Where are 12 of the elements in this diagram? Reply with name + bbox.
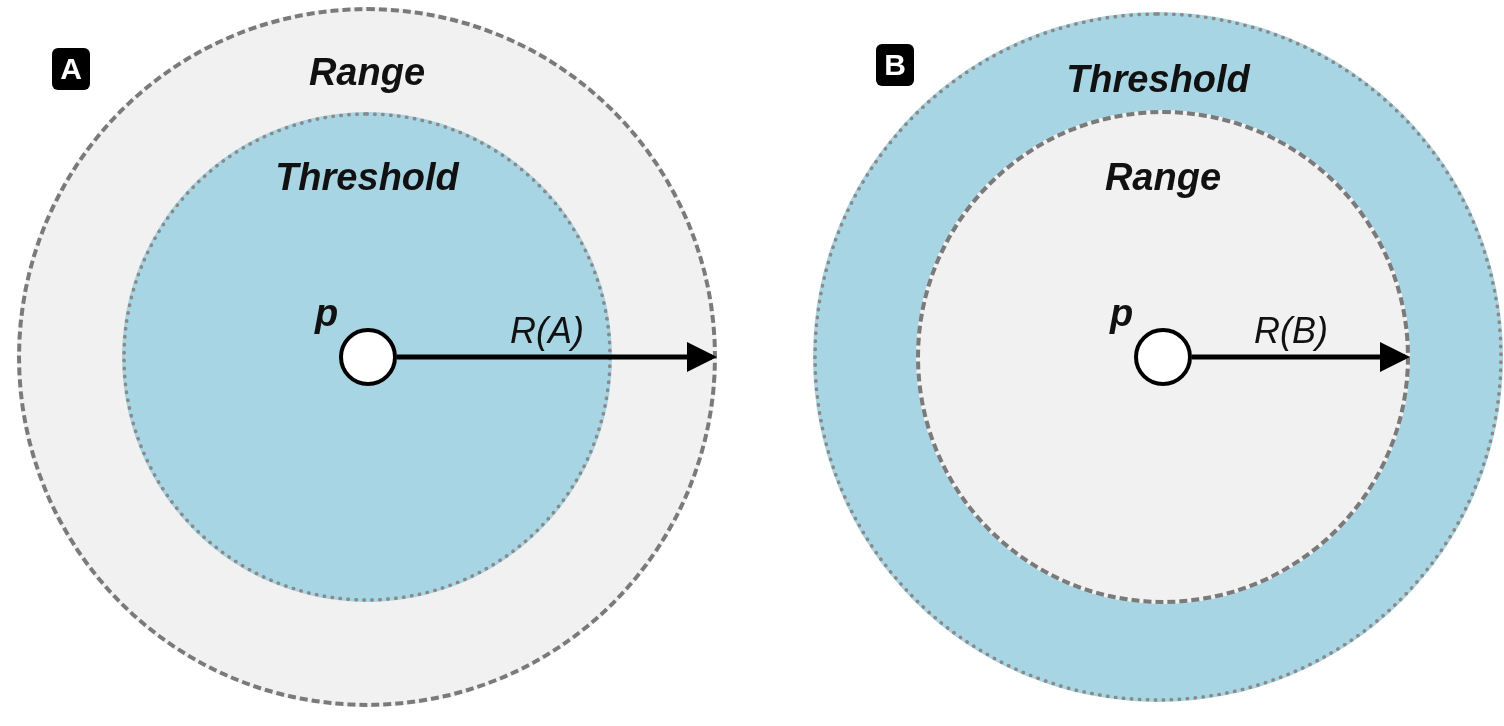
region-label: Threshold [1066, 58, 1250, 101]
region-label: Threshold [275, 156, 459, 199]
radius-arrow [1192, 342, 1410, 372]
region-label: Range [1104, 156, 1222, 199]
radius-arrow [397, 342, 717, 372]
point-label: p [1110, 294, 1134, 332]
panel-letter: A [52, 48, 90, 90]
point-label: p [315, 294, 339, 332]
panel-letter: B [876, 44, 914, 86]
edge-label: R(B) [1254, 313, 1328, 349]
edge-label: R(A) [510, 313, 584, 349]
region-label: Range [308, 51, 426, 94]
